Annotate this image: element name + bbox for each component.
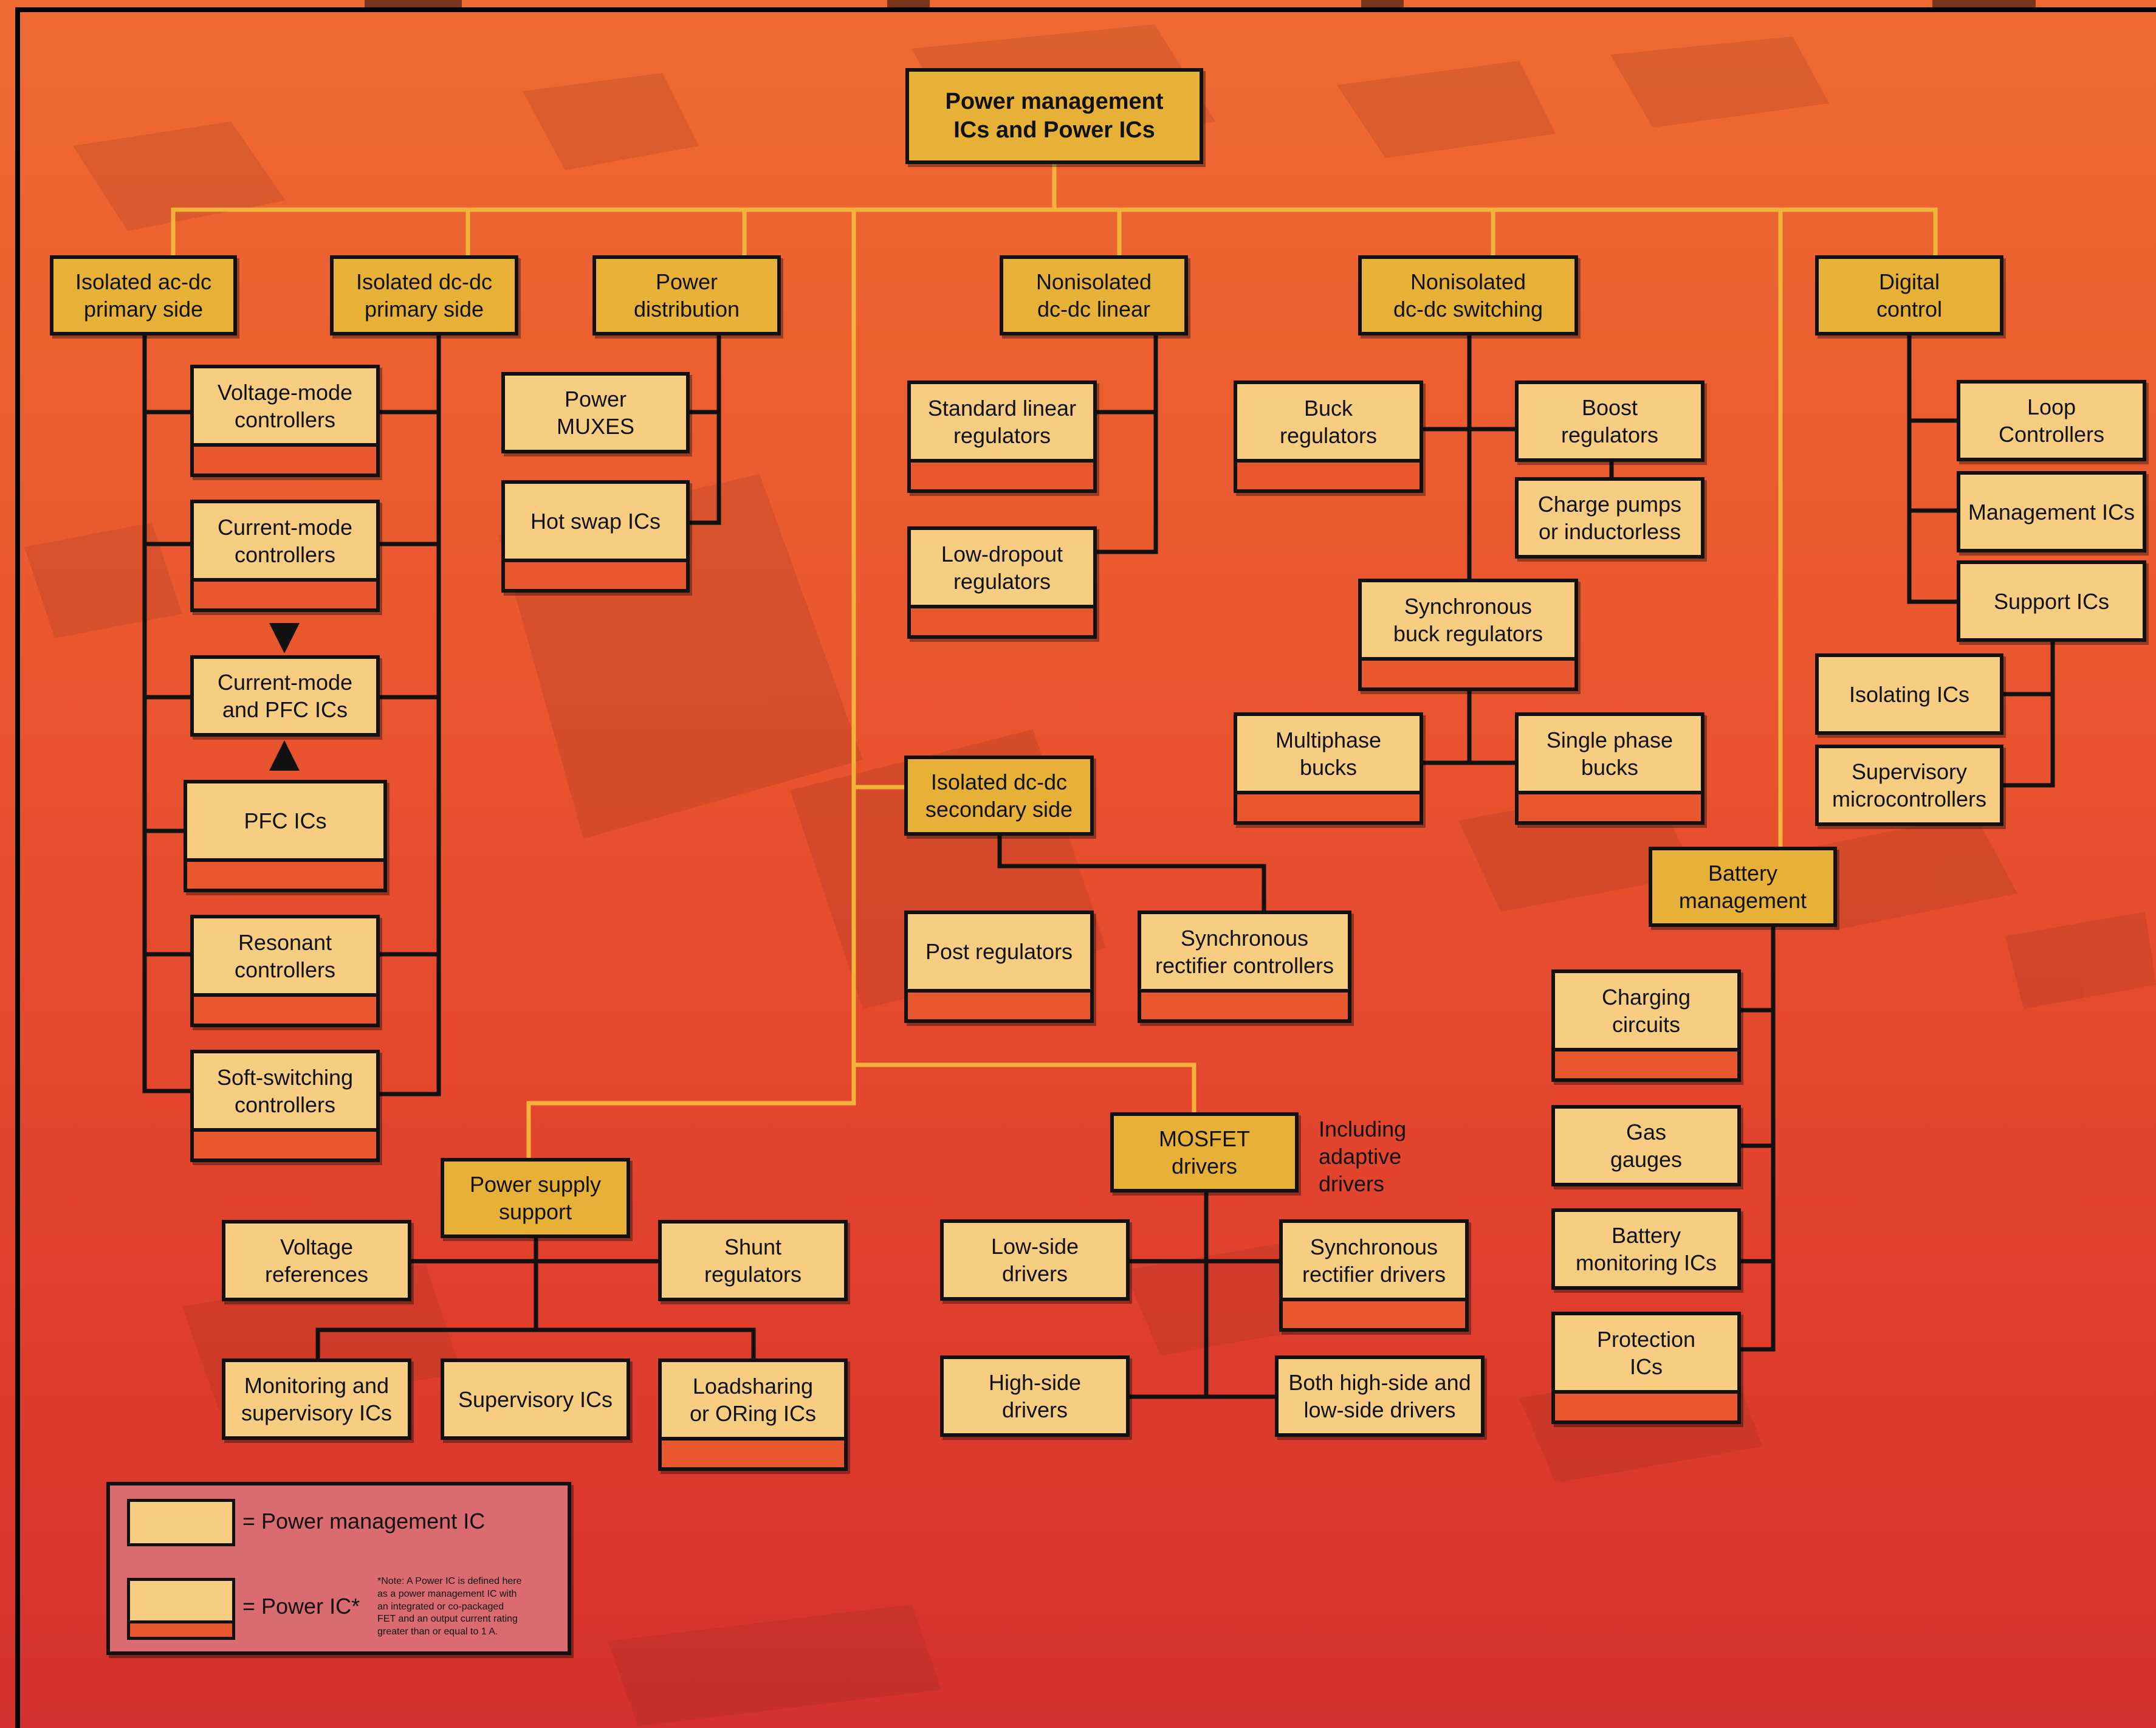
item-loop-controllers: Loop Controllers [1957, 380, 2146, 461]
item-supervisory-microcontrollers: Supervisory microcontrollers [1815, 745, 2003, 826]
mosfet-drivers-note: Including adaptive drivers [1319, 1117, 1407, 1196]
power-ic-indicator [1141, 989, 1348, 1019]
category-power-supply-support: Power supply support [441, 1158, 630, 1238]
item-low-dropout-regulators: Low-dropout regulators [907, 526, 1097, 639]
power-ic-indicator [194, 1128, 376, 1158]
item-charging-circuits: Charging circuits [1551, 969, 1741, 1082]
diagram-frame [15, 7, 2156, 1728]
item-multiphase-bucks: Multiphase bucks [1234, 712, 1423, 825]
legend: = Power management IC = Power IC* *Note:… [106, 1482, 571, 1655]
power-ic-indicator [1519, 791, 1701, 821]
item-soft-switching-controllers: Soft-switching controllers [190, 1050, 380, 1162]
legend-label-power-ic: = Power IC* [242, 1594, 360, 1619]
legend-swatch-power-ic [127, 1578, 235, 1640]
power-ic-indicator [1237, 459, 1420, 489]
power-ic-indicator [187, 858, 383, 889]
item-current-mode-and-pfc-ics: Current-mode and PFC ICs [190, 655, 380, 737]
item-resonant-controllers: Resonant controllers [190, 915, 380, 1027]
item-power-muxes: Power MUXES [501, 372, 690, 453]
power-ic-indicator [1283, 1298, 1465, 1328]
item-boost-regulators: Boost regulators [1515, 380, 1705, 462]
power-ic-indicator [1362, 657, 1574, 687]
item-voltage-mode-controllers: Voltage-mode controllers [190, 365, 380, 477]
item-charge-pumps: Charge pumps or inductorless [1515, 477, 1705, 559]
category-isolated-dc-dc-primary: Isolated dc-dc primary side [330, 255, 518, 336]
item-synchronous-rectifier-drivers: Synchronous rectifier drivers [1279, 1219, 1469, 1332]
item-high-side-drivers: High-side drivers [940, 1355, 1130, 1437]
item-support-ics: Support ICs [1957, 560, 2146, 642]
category-digital-control: Digital control [1815, 255, 2003, 336]
item-synchronous-buck-regulators: Synchronous buck regulators [1358, 579, 1578, 691]
legend-swatch-pm-ic [127, 1499, 235, 1546]
power-ic-indicator [194, 443, 376, 473]
category-isolated-dc-dc-secondary: Isolated dc-dc secondary side [904, 756, 1094, 836]
power-ic-indicator [911, 605, 1093, 635]
category-nonisolated-dc-dc-switching: Nonisolated dc-dc switching [1358, 255, 1578, 336]
power-ic-indicator [1555, 1048, 1737, 1078]
item-low-side-drivers: Low-side drivers [940, 1219, 1130, 1301]
legend-label-pm-ic: = Power management IC [242, 1509, 486, 1534]
item-shunt-regulators: Shunt regulators [658, 1220, 848, 1301]
item-protection-ics: Protection ICs [1551, 1312, 1741, 1424]
item-battery-monitoring-ics: Battery monitoring ICs [1551, 1208, 1741, 1290]
item-pfc-ics: PFC ICs [184, 780, 387, 892]
item-synchronous-rectifier-controllers: Synchronous rectifier controllers [1138, 910, 1351, 1023]
item-current-mode-controllers: Current-mode controllers [190, 500, 380, 612]
item-standard-linear-regulators: Standard linear regulators [907, 380, 1097, 493]
item-post-regulators: Post regulators [904, 910, 1094, 1023]
power-ic-indicator [908, 989, 1090, 1019]
item-monitoring-and-supervisory-ics: Monitoring and supervisory ICs [222, 1358, 411, 1440]
root-power-management-ics: Power management ICs and Power ICs [905, 68, 1203, 164]
category-nonisolated-dc-dc-linear: Nonisolated dc-dc linear [1000, 255, 1188, 336]
item-gas-gauges: Gas gauges [1551, 1105, 1741, 1186]
category-power-distribution: Power distribution [592, 255, 781, 336]
item-management-ics: Management ICs [1957, 471, 2146, 552]
item-loadsharing-or-oring-ics: Loadsharing or ORing ICs [658, 1358, 848, 1471]
item-both-high-and-low-side-drivers: Both high-side and low-side drivers [1275, 1355, 1485, 1437]
power-ic-indicator [505, 559, 686, 589]
category-mosfet-drivers: MOSFET drivers [1110, 1112, 1299, 1193]
legend-footnote: *Note: A Power IC is defined here as a p… [377, 1576, 522, 1637]
power-ic-indicator [1555, 1390, 1737, 1420]
item-buck-regulators: Buck regulators [1234, 380, 1423, 493]
power-ic-indicator [130, 1620, 232, 1637]
item-isolating-ics: Isolating ICs [1815, 653, 2003, 735]
power-ic-indicator [194, 993, 376, 1024]
power-ic-indicator [911, 459, 1093, 489]
item-supervisory-ics: Supervisory ICs [441, 1358, 630, 1440]
item-voltage-references: Voltage references [222, 1220, 411, 1301]
item-single-phase-bucks: Single phase bucks [1515, 712, 1705, 825]
category-battery-management: Battery management [1649, 847, 1837, 927]
power-ic-indicator [662, 1437, 844, 1467]
item-hot-swap-ics: Hot swap ICs [501, 480, 690, 593]
power-ic-indicator [194, 578, 376, 608]
power-ic-indicator [1237, 791, 1420, 821]
category-isolated-ac-dc-primary: Isolated ac-dc primary side [50, 255, 237, 336]
